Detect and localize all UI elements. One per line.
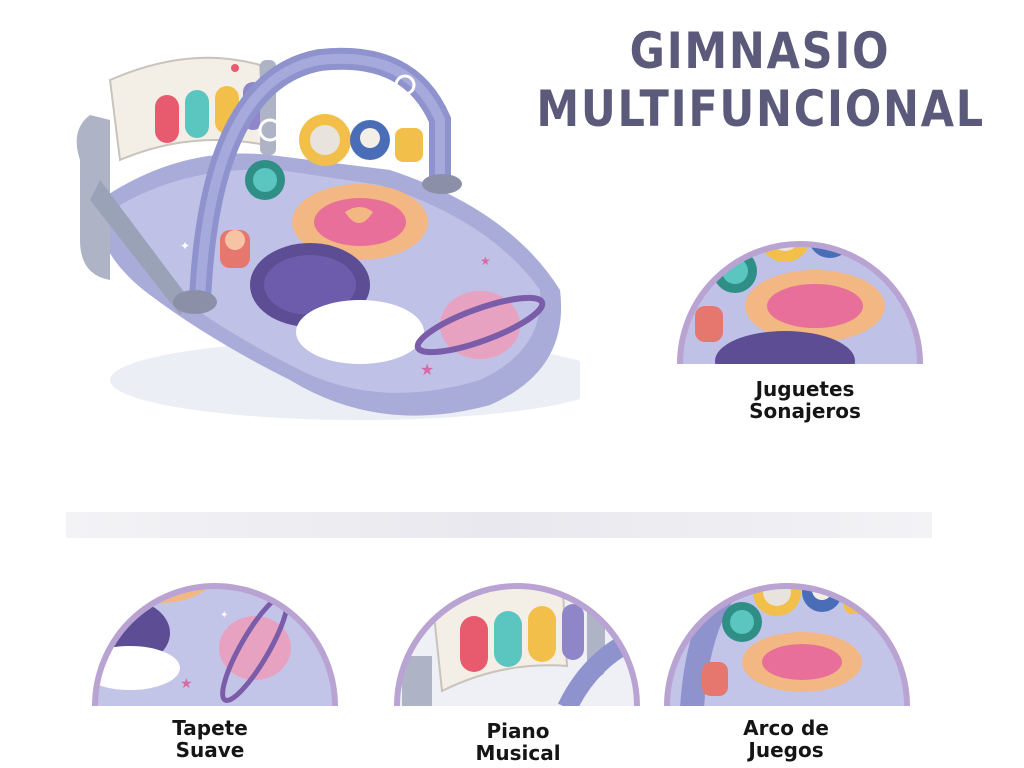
caption-line-1: Piano: [486, 719, 550, 743]
title-line-2: MULTIFUNCIONAL: [536, 80, 985, 138]
caption-line-2: Juegos: [748, 738, 824, 762]
feature-caption-piano: Piano Musical: [438, 720, 598, 764]
caption-line-2: Suave: [175, 738, 245, 762]
page-title: GIMNASIO MULTIFUNCIONAL: [536, 22, 983, 138]
title-line-1: GIMNASIO: [629, 22, 891, 80]
feature-image-mat: ✦ ★: [90, 518, 340, 708]
feature-image-toys: [675, 186, 925, 366]
feature-caption-mat: Tapete Suave: [130, 717, 290, 761]
caption-line-1: Juguetes: [755, 377, 855, 401]
svg-text:★: ★: [480, 254, 491, 268]
svg-text:★: ★: [420, 360, 434, 379]
svg-text:✦: ✦: [180, 239, 190, 253]
caption-line-2: Sonajeros: [749, 399, 861, 423]
caption-line-1: Arco de: [743, 716, 829, 740]
feature-caption-toys: Juguetes Sonajeros: [720, 378, 890, 422]
svg-text:✦: ✦: [220, 610, 228, 621]
caption-line-1: Tapete: [172, 716, 248, 740]
feature-caption-arch: Arco de Juegos: [706, 717, 866, 761]
feature-image-piano: [392, 516, 642, 708]
background-strip: [66, 512, 932, 538]
caption-line-2: Musical: [475, 741, 561, 765]
feature-image-arch: [662, 512, 912, 708]
product-image: ★ ★ ✦: [60, 40, 610, 440]
svg-text:★: ★: [180, 676, 193, 692]
